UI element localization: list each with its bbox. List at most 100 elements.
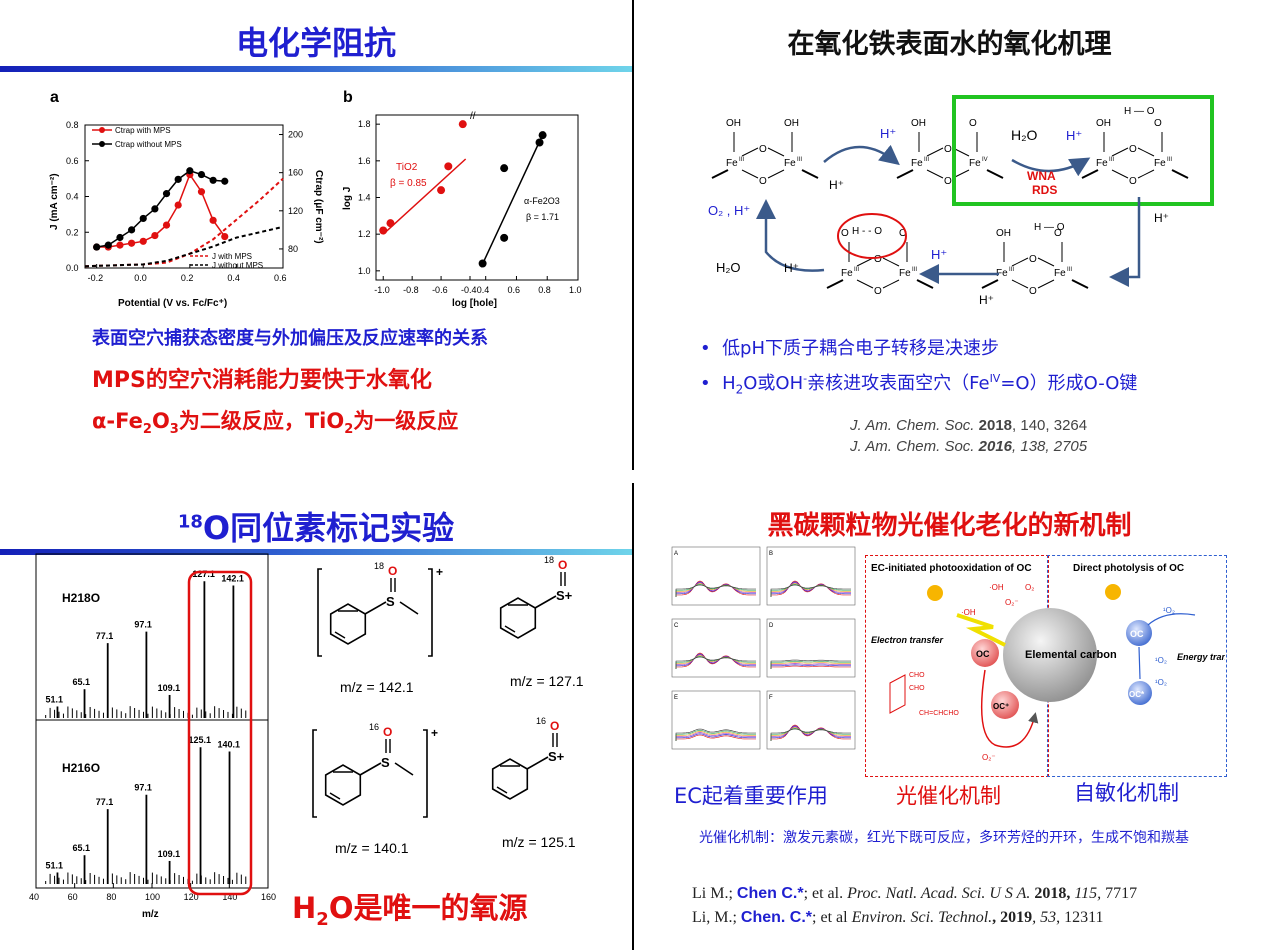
oh-label: ·OH (989, 583, 1004, 592)
o-label: O (759, 144, 767, 155)
title-underline (0, 549, 632, 555)
spectrum-trace (770, 583, 851, 597)
spectrum-panel (766, 618, 856, 678)
peak-label: 109.1 (158, 849, 181, 859)
series-line (84, 177, 284, 268)
data-point (209, 176, 217, 184)
bond (364, 601, 387, 615)
bond (882, 279, 900, 289)
series-line (96, 169, 225, 248)
fe-label: Fe (911, 158, 923, 169)
fe-label: Fe (899, 268, 911, 279)
x-tick-label: 100 (145, 892, 160, 902)
reference-2: Li, M.; Chen. C.*; et al Environ. Sci. T… (692, 909, 1104, 926)
spectrum-trace (675, 580, 756, 597)
o-label: O (1029, 254, 1037, 265)
rds-highlight-box (952, 95, 1214, 206)
h2o-label: H₂O (1011, 127, 1038, 143)
data-point (139, 214, 147, 223)
panel-letter: A (674, 551, 678, 557)
peak-label: 140.1 (218, 740, 241, 750)
data-point (221, 232, 229, 241)
rds-label: RDS (1032, 183, 1057, 197)
data-point (174, 201, 182, 209)
bond (1011, 279, 1029, 289)
spectrum-trace (770, 724, 851, 741)
mechanism-illustration: EC-initiated photooxidation of OC Direct… (871, 563, 1225, 762)
peak-label: 51.1 (45, 694, 63, 704)
peak-label: 97.1 (134, 783, 152, 793)
hplus-label: H⁺ (979, 293, 994, 307)
spectrum-label: H218O (62, 591, 100, 605)
box2-title: Direct photolysis of OC (1073, 563, 1184, 574)
bond (1081, 169, 1099, 179)
energy-arrow (1147, 613, 1196, 626)
oh-label: O (1154, 118, 1162, 129)
hplus-label: H⁺ (784, 261, 799, 275)
h2o-label: H₂O (716, 260, 741, 275)
bond (1171, 169, 1189, 179)
data-point (127, 239, 136, 247)
spectrum-trace (675, 734, 756, 741)
wna-label: WNA (1027, 169, 1056, 183)
ho-label: H — O (1034, 222, 1065, 233)
fe-label: Fe (996, 268, 1008, 279)
oh-label: O (969, 118, 977, 129)
fig-b-label: b (343, 89, 353, 106)
o2m-label: O₂⁻ (982, 753, 996, 762)
isotope-label: 18 (544, 555, 554, 565)
x-tick-label: 0.6 (507, 285, 520, 295)
oh-label: OH (1096, 118, 1111, 129)
bond (801, 169, 819, 179)
mz-label: m/z = 127.1 (510, 673, 584, 689)
data-point (500, 164, 509, 173)
step-arrow-2 (1011, 157, 1091, 177)
spectrum-trace (675, 654, 756, 669)
spectrum-panel (671, 690, 761, 750)
fe-label: Fe (726, 158, 738, 169)
series-label: α-Fe2O3 (524, 196, 560, 206)
oh-label: O (899, 228, 907, 239)
mz-label: m/z = 140.1 (335, 840, 409, 856)
bond (767, 169, 785, 179)
x-tick-label: 40 (29, 892, 39, 902)
hplus-label: H⁺ (931, 247, 947, 262)
spectrum-trace (675, 582, 756, 597)
legend-label: Ctrap without MPS (115, 140, 182, 149)
title-underline (0, 66, 632, 72)
fe-oxstate: III (1067, 267, 1072, 273)
x-axis-label: Potential (V vs. Fc/Fc⁺) (118, 298, 227, 309)
x-tick-label: 80 (106, 892, 116, 902)
o2-hplus-label: O₂ , H⁺ (708, 203, 750, 218)
oxygen-label: O (550, 719, 559, 733)
bullet-2: • H2O或OH-亲核进攻表面空穴（FeIV=O）形成O-O键 (700, 372, 1138, 397)
spectrum-trace (675, 584, 756, 597)
sulfur-label: S+ (548, 749, 565, 764)
double-bond (504, 625, 516, 633)
hplus-label: H⁺ (829, 178, 844, 192)
bracket (317, 568, 322, 657)
y-axis-label: J (mA cm⁻²) (49, 173, 60, 230)
light-bolt (956, 613, 1006, 647)
bond (856, 279, 874, 289)
spectrum-trace (770, 727, 851, 741)
oc-blue-sphere (1126, 620, 1152, 646)
beta-label: β = 1.71 (526, 212, 559, 222)
spectrum-panel (671, 546, 761, 606)
ring-structure (889, 674, 906, 714)
oh-label: OH (784, 118, 799, 129)
horizontal-gap (0, 470, 1265, 483)
spectrum-trace (675, 581, 756, 597)
fe-oxstate: IV (982, 157, 988, 163)
slide-title: 电化学阻抗 (235, 24, 396, 62)
bond (1037, 257, 1055, 267)
y-tick-label: 0.8 (66, 120, 79, 130)
data-point (116, 241, 124, 249)
data-point (162, 190, 171, 198)
